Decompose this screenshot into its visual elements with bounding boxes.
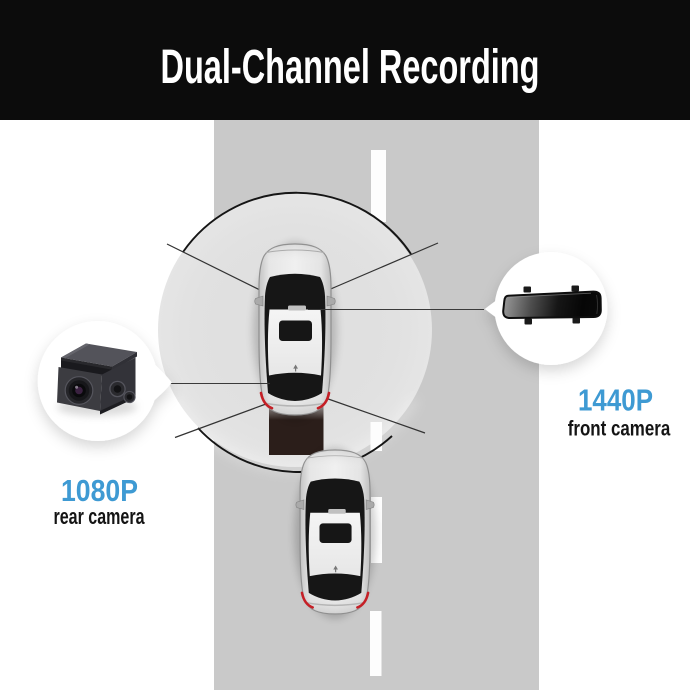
svg-text:1440P: 1440P	[578, 383, 653, 418]
svg-text:rear camera: rear camera	[54, 504, 146, 529]
svg-text:Dual-Channel Recording: Dual-Channel Recording	[161, 41, 540, 94]
svg-text:1080P: 1080P	[61, 473, 138, 508]
svg-text:front camera: front camera	[568, 418, 671, 441]
